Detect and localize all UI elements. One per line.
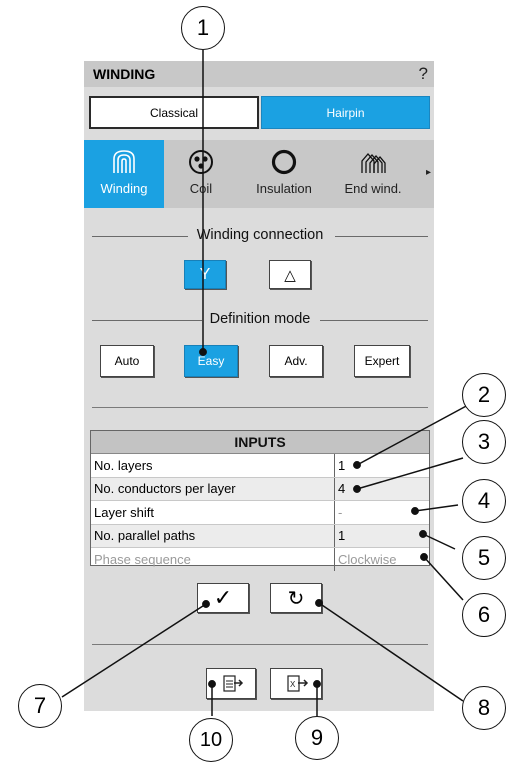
export-icon: X (287, 674, 309, 692)
reset-button[interactable]: ↻ (270, 583, 322, 613)
inputs-header: INPUTS (91, 431, 429, 454)
tab-insulation-label: Insulation (256, 181, 312, 196)
row-key: No. layers (91, 454, 335, 477)
callout-6: 6 (462, 593, 506, 637)
insulation-icon (271, 149, 297, 175)
callout-8: 8 (462, 686, 506, 730)
table-row: Layer shift - (91, 501, 429, 525)
callout-5: 5 (462, 536, 506, 580)
definition-mode-section: Definition mode (92, 311, 428, 328)
tab-coil-label: Coil (189, 181, 213, 196)
divider (92, 407, 428, 408)
row-key: Layer shift (91, 501, 335, 524)
winding-connection-section: Winding connection (92, 227, 428, 244)
callout-7: 7 (18, 684, 62, 728)
no-layers-field[interactable]: 1 (338, 457, 346, 473)
hairpin-toggle[interactable]: Hairpin (261, 96, 430, 129)
row-key: No. parallel paths (91, 524, 335, 547)
parallel-paths-field[interactable]: 1 (338, 528, 346, 544)
layer-shift-field[interactable]: - (338, 504, 343, 520)
validate-button[interactable]: ✓ (197, 583, 249, 613)
table-row: Phase sequence Clockwise (91, 548, 429, 571)
phase-sequence-field[interactable]: Clockwise (338, 551, 397, 567)
panel-titlebar: WINDING ? (84, 61, 434, 87)
tab-end-winding-label: End wind. (344, 181, 402, 196)
callout-2: 2 (462, 373, 506, 417)
callout-9: 9 (295, 716, 339, 760)
import-icon (223, 674, 244, 692)
definition-mode-label: Definition mode (209, 311, 311, 327)
tab-insulation[interactable]: Insulation (240, 140, 328, 208)
tab-coil[interactable]: Coil (164, 140, 238, 208)
callout-10: 10 (189, 718, 233, 762)
conductors-per-layer-field[interactable]: 4 (338, 481, 346, 497)
inputs-table: INPUTS No. layers 1 No. conductors per l… (90, 430, 430, 571)
more-tabs-arrow-icon[interactable]: ▸ (425, 167, 431, 178)
table-row: No. conductors per layer 4 (91, 477, 429, 501)
help-icon[interactable]: ? (418, 64, 428, 83)
winding-panel: WINDING ? Classical Hairpin Winding Coil (84, 61, 434, 711)
callout-1: 1 (181, 6, 225, 50)
tab-winding[interactable]: Winding (84, 140, 164, 208)
mode-auto-button[interactable]: Auto (100, 345, 154, 377)
winding-connection-label: Winding connection (196, 227, 324, 243)
star-connection-button[interactable]: Y (184, 260, 226, 289)
callout-4: 4 (462, 479, 506, 523)
row-key: No. conductors per layer (91, 477, 335, 500)
end-winding-icon (361, 153, 386, 173)
delta-connection-button[interactable]: △ (269, 260, 311, 289)
mode-expert-button[interactable]: Expert (354, 345, 410, 377)
svg-text:X: X (290, 680, 296, 689)
classical-toggle[interactable]: Classical (89, 96, 259, 129)
mode-adv-button[interactable]: Adv. (269, 345, 323, 377)
table-row: No. layers 1 (91, 454, 429, 478)
callout-3: 3 (462, 420, 506, 464)
tab-end-winding[interactable]: End wind. (328, 140, 418, 208)
divider (92, 644, 428, 645)
winding-icon (113, 150, 135, 173)
row-key: Phase sequence (91, 548, 335, 571)
icon-toolbar: Winding Coil Insulation (84, 140, 434, 208)
tab-winding-label: Winding (100, 181, 148, 196)
mode-easy-button[interactable]: Easy (184, 345, 238, 377)
panel-title: WINDING (93, 66, 156, 82)
table-row: No. parallel paths 1 (91, 524, 429, 548)
